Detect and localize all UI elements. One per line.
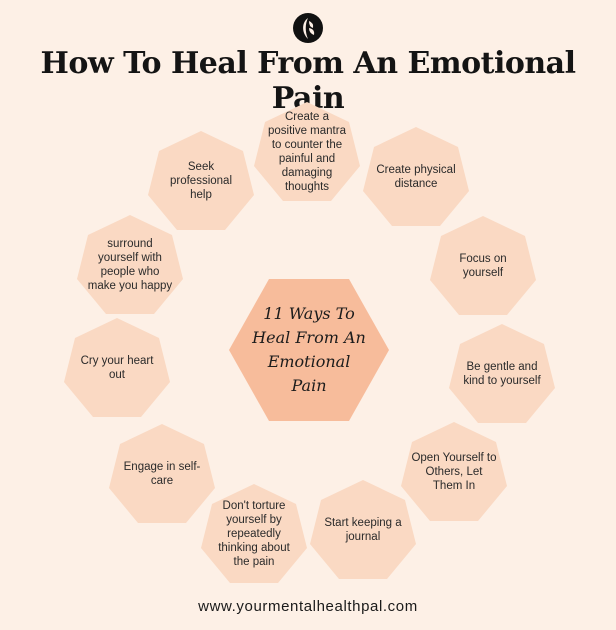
- center-hexagon: 11 Ways To Heal From An Emotional Pain: [227, 276, 391, 424]
- step-hexagon-10: surround yourself with people who make y…: [75, 213, 185, 317]
- step-label: Create a positive mantra to counter the …: [268, 111, 346, 193]
- step-label: Create physical distance: [376, 164, 456, 190]
- website-url: www.yourmentalhealthpal.com: [198, 598, 418, 615]
- step-label: Open Yourself to Others, Let Them In: [411, 452, 497, 492]
- step-hexagon-6: Start keeping a journal: [308, 478, 418, 582]
- step-hexagon-4: Be gentle and kind to yourself: [447, 322, 557, 426]
- brand-logo-icon: [292, 12, 324, 44]
- step-hexagon-5: Open Yourself to Others, Let Them In: [399, 420, 509, 524]
- page-title: How To Heal From An Emotional Pain: [40, 46, 576, 116]
- step-label: Start keeping a journal: [324, 517, 402, 543]
- step-hexagon-9: Cry your heart out: [62, 316, 172, 420]
- step-label: Seek professional help: [169, 161, 232, 201]
- step-label: Cry your heart out: [80, 355, 154, 381]
- step-label: Don't torture yourself by repeatedly thi…: [218, 500, 290, 568]
- step-label: Engage in self-care: [123, 461, 201, 487]
- step-hexagon-8: Engage in self-care: [107, 422, 217, 526]
- step-hexagon-7: Don't torture yourself by repeatedly thi…: [199, 482, 309, 586]
- step-hexagon-3: Focus on yourself: [428, 214, 538, 318]
- step-hexagon-2: Create physical distance: [361, 125, 471, 229]
- step-label: surround yourself with people who make y…: [87, 238, 173, 292]
- step-hexagon-11: Seek professional help: [146, 129, 256, 233]
- step-label: Focus on yourself: [459, 253, 507, 279]
- step-label: Be gentle and kind to yourself: [463, 361, 541, 387]
- step-hexagon-1: Create a positive mantra to counter the …: [252, 100, 362, 204]
- center-label: 11 Ways To Heal From An Emotional Pain: [252, 304, 366, 395]
